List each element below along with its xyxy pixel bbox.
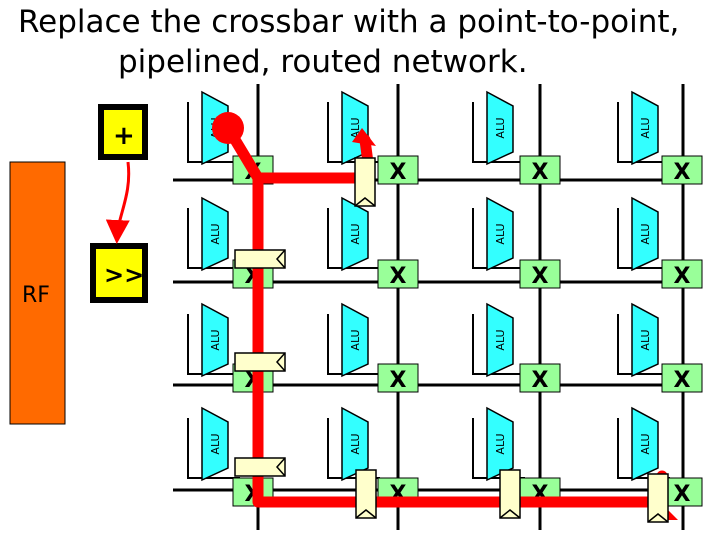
switch-label: X	[674, 482, 691, 507]
cell-connector	[472, 102, 525, 163]
alu-4-2: ALU	[341, 406, 369, 482]
switch-label: X	[674, 160, 691, 185]
alu-3-3: ALU	[486, 302, 514, 378]
pipeline-register-vertical-4	[647, 473, 669, 523]
cell-connector	[617, 314, 670, 375]
adder-label: +	[113, 121, 135, 151]
alu-label: ALU	[494, 223, 507, 244]
alu-4-4: ALU	[631, 406, 659, 482]
switch-label: X	[674, 368, 691, 393]
register-file	[9, 161, 66, 425]
route-source	[212, 112, 244, 144]
pipeline-register-horizontal-1	[234, 249, 286, 269]
alu-3-1: ALU	[201, 302, 229, 378]
alu-label: ALU	[639, 117, 652, 138]
pipeline-register-horizontal-2	[234, 352, 286, 372]
cell-connector	[472, 208, 525, 269]
alu-label: ALU	[494, 117, 507, 138]
route-path	[222, 122, 668, 508]
switch-label: X	[390, 160, 407, 185]
register-file-label: RF	[22, 283, 50, 308]
alu-label: ALU	[494, 329, 507, 350]
cell-connector	[472, 314, 525, 375]
switch-1-3: X	[519, 155, 561, 185]
cell-connector	[187, 314, 240, 375]
shifter-label: >>	[104, 261, 144, 289]
cell-connector	[617, 102, 670, 163]
alu-label: ALU	[639, 329, 652, 350]
pipeline-register-vertical-3	[499, 469, 521, 519]
switch-label: X	[532, 264, 549, 289]
pipeline-register-vertical-1	[354, 157, 376, 207]
switch-3-3: X	[519, 363, 561, 393]
switch-label: X	[674, 264, 691, 289]
switch-3-2: X	[377, 363, 419, 393]
alu-label: ALU	[209, 223, 222, 244]
cell-connector	[187, 208, 240, 269]
route-arrowhead	[352, 128, 376, 146]
switch-1-4: X	[661, 155, 703, 185]
pipeline-registers	[234, 157, 669, 523]
alu-label: ALU	[349, 223, 362, 244]
switch-2-4: X	[661, 259, 703, 289]
alu-1-3: ALU	[486, 90, 514, 166]
alu-2-1: ALU	[201, 196, 229, 272]
switch-2-2: X	[377, 259, 419, 289]
title-line-2: pipelined, routed network.	[118, 44, 528, 80]
cell-connector	[187, 418, 240, 479]
switch-label: X	[532, 160, 549, 185]
switch-2-3: X	[519, 259, 561, 289]
alu-2-4: ALU	[631, 196, 659, 272]
alu-label: ALU	[209, 329, 222, 350]
alu-4-1: ALU	[201, 406, 229, 482]
alu-3-4: ALU	[631, 302, 659, 378]
title-line-1: Replace the crossbar with a point-to-poi…	[18, 4, 680, 40]
cell-connector	[327, 208, 380, 269]
switch-label: X	[532, 368, 549, 393]
adder-to-shifter-arrow	[105, 161, 131, 244]
switch-label: X	[390, 264, 407, 289]
alu-4-3: ALU	[486, 406, 514, 482]
alu-label: ALU	[639, 433, 652, 454]
alu-label: ALU	[349, 433, 362, 454]
alu-2-3: ALU	[486, 196, 514, 272]
alu-label: ALU	[349, 329, 362, 350]
alu-label: ALU	[494, 433, 507, 454]
switch-label: X	[390, 368, 407, 393]
alu-3-2: ALU	[341, 302, 369, 378]
cell-connector	[187, 102, 240, 163]
cell-connector	[617, 208, 670, 269]
alu-label: ALU	[639, 223, 652, 244]
alu-1-4: ALU	[631, 90, 659, 166]
pipeline-register-vertical-2	[355, 469, 377, 519]
pipeline-register-horizontal-3	[234, 457, 286, 477]
alu-2-2: ALU	[341, 196, 369, 272]
alu-label: ALU	[209, 433, 222, 454]
switch-1-2: X	[377, 155, 419, 185]
cell-connector	[327, 314, 380, 375]
switch-3-4: X	[661, 363, 703, 393]
